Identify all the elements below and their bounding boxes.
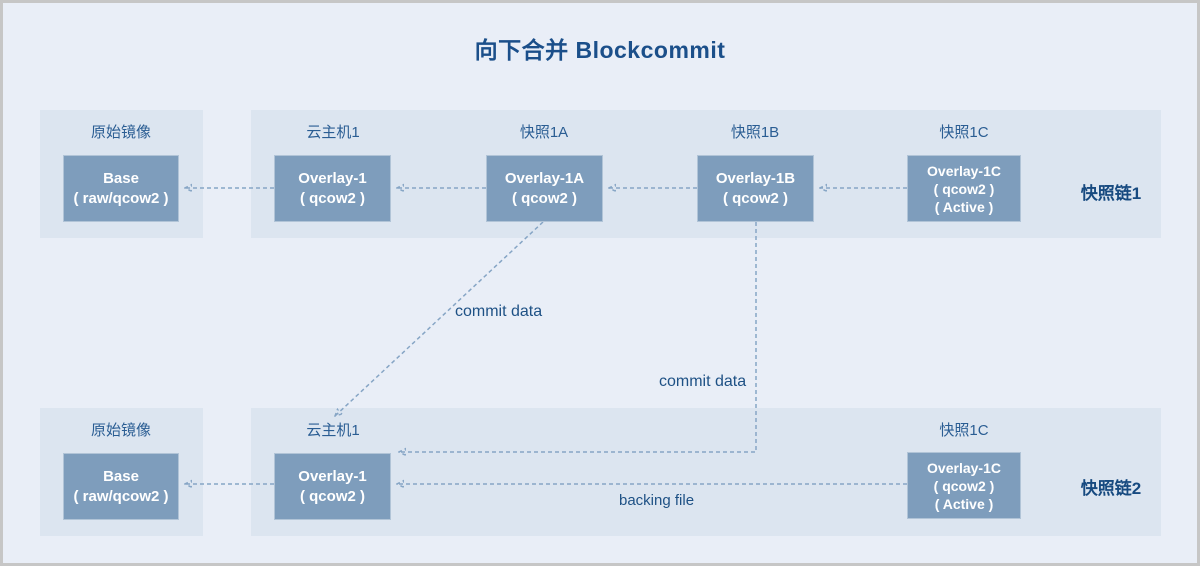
annotation-backing-file: backing file: [619, 492, 695, 509]
label-chain2-snapshot1c: 快照1C: [939, 422, 989, 439]
node-base-chain2-format: ( raw/qcow2 ): [73, 487, 169, 505]
node-base-chain2-title: Base: [103, 467, 139, 485]
node-base-chain1-title: Base: [103, 169, 139, 187]
node-overlay1c-chain1-active: ( Active ): [934, 198, 994, 215]
node-overlay1-chain2-format: ( qcow2 ): [299, 487, 365, 505]
node-overlay1b: Overlay-1B ( qcow2 ): [697, 155, 814, 222]
node-overlay1-chain2: Overlay-1 ( qcow2 ): [274, 453, 391, 520]
node-overlay1-chain1-title: Overlay-1: [298, 169, 367, 187]
node-overlay1-chain1-format: ( qcow2 ): [299, 189, 365, 207]
node-overlay1-chain1: Overlay-1 ( qcow2 ): [274, 155, 391, 222]
diagram-title: 向下合并 Blockcommit: [474, 37, 726, 63]
label-chain2-vm1: 云主机1: [306, 422, 360, 439]
node-overlay1c-chain2-format: ( qcow2 ): [933, 477, 995, 494]
node-overlay1c-chain1: Overlay-1C ( qcow2 ) ( Active ): [907, 155, 1021, 222]
node-overlay1c-chain2-active: ( Active ): [934, 495, 994, 512]
node-base-chain2: Base ( raw/qcow2 ): [63, 453, 179, 520]
node-overlay1c-chain2: Overlay-1C ( qcow2 ) ( Active ): [907, 452, 1021, 519]
label-chain2-name: 快照链2: [1080, 479, 1142, 498]
node-base-chain1: Base ( raw/qcow2 ): [63, 155, 179, 222]
node-overlay1c-chain2-title: Overlay-1C: [927, 459, 1001, 476]
node-overlay1b-title: Overlay-1B: [715, 169, 796, 187]
annotation-commit-data-2: commit data: [659, 373, 747, 390]
label-chain1-snapshot1a: 快照1A: [519, 124, 569, 141]
node-overlay1c-chain1-title: Overlay-1C: [927, 162, 1001, 179]
node-overlay1a-format: ( qcow2 ): [511, 189, 577, 207]
node-overlay1c-chain1-format: ( qcow2 ): [933, 180, 995, 197]
label-chain1-name: 快照链1: [1080, 184, 1142, 203]
node-overlay1-chain2-title: Overlay-1: [298, 467, 367, 485]
node-overlay1a: Overlay-1A ( qcow2 ): [486, 155, 603, 222]
annotation-commit-data-1: commit data: [455, 303, 543, 320]
label-chain1-snapshot1b: 快照1B: [730, 124, 780, 141]
label-chain1-snapshot1c: 快照1C: [939, 124, 989, 141]
node-overlay1b-format: ( qcow2 ): [722, 189, 788, 207]
label-chain1-vm1: 云主机1: [306, 124, 360, 141]
node-overlay1a-title: Overlay-1A: [504, 169, 585, 187]
label-chain1-base-image: 原始镜像: [90, 124, 151, 141]
node-base-chain1-format: ( raw/qcow2 ): [73, 189, 169, 207]
label-chain2-base-image: 原始镜像: [90, 422, 151, 439]
